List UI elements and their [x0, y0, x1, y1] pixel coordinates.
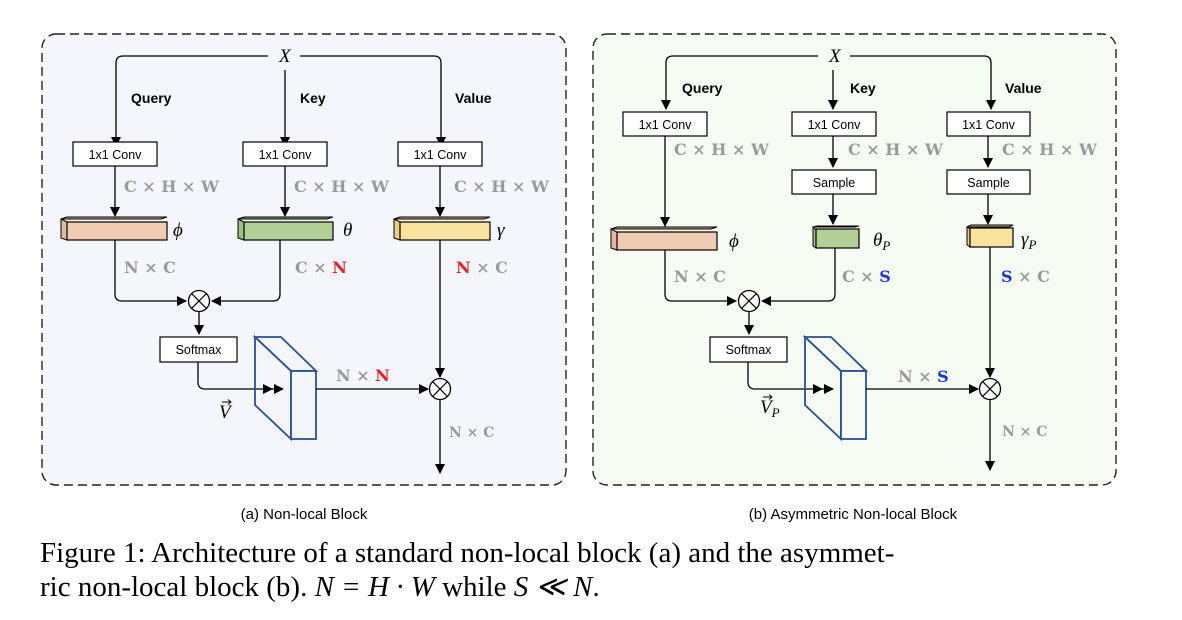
key-conv-box: 1x1 Conv	[242, 141, 328, 167]
caption-text: .	[592, 571, 600, 603]
phi-label: ϕ	[173, 220, 183, 241]
phi-label: ϕ	[729, 231, 739, 252]
caption-line-1: Figure 1: Architecture of a standard non…	[40, 537, 895, 569]
key-sample-label: Sample	[813, 176, 855, 190]
gamma-label: γ	[497, 220, 505, 241]
input-x-label: X	[828, 46, 842, 67]
input-x-label: X	[278, 46, 292, 67]
theta-p-label: θP	[873, 230, 890, 253]
query-conv-box: 1x1 Conv	[72, 141, 158, 167]
value-conv-box: 1x1 Conv	[397, 141, 483, 167]
value-flow-line	[850, 55, 996, 110]
theta-p-tensor	[812, 225, 860, 249]
query-label: Query	[131, 90, 172, 106]
value-conv-label: 1x1 Conv	[414, 148, 468, 162]
attention-map-cube	[802, 334, 869, 442]
value-flow-line	[300, 55, 446, 147]
attention-vector-label: VP	[760, 397, 780, 420]
key-conv-label: 1x1 Conv	[259, 148, 313, 162]
panel-b-asymmetric-block: X Query Key Value 1x1 Conv 1x1 Conv 1x1 …	[592, 33, 1117, 486]
query-conv-label: 1x1 Conv	[639, 118, 693, 132]
phi-to-matmul-line	[114, 240, 187, 306]
key-label: Key	[850, 80, 876, 96]
output-dim-nc: N × C	[449, 425, 494, 441]
theta-tensor	[237, 216, 334, 241]
softmax-to-attention-arrow	[197, 362, 273, 394]
query-conv-label: 1x1 Conv	[89, 148, 143, 162]
attention-dim-nn: N × N	[336, 366, 390, 385]
query-label: Query	[682, 80, 723, 96]
value-conv-label: 1x1 Conv	[962, 118, 1016, 132]
caption-line-2: ric non-local block (b). N = H · W while…	[40, 570, 894, 604]
phi-dim-nc: N × C	[674, 267, 726, 286]
phi-tensor	[60, 216, 168, 241]
query-flow-line	[111, 55, 268, 147]
softmax-to-attention-arrow	[747, 362, 823, 394]
figure-caption: Figure 1: Architecture of a standard non…	[40, 536, 894, 604]
gamma-tensor	[393, 216, 491, 241]
matmul-operator-1	[737, 289, 761, 313]
caption-equation-s: S ≪ N	[513, 571, 593, 603]
phi-dim-nc: N × C	[124, 258, 176, 277]
phi-to-matmul-line	[664, 250, 737, 306]
phi-tensor	[610, 226, 718, 251]
value-conv-box: 1x1 Conv	[946, 111, 1031, 137]
query-flow-line	[661, 55, 818, 110]
query-conv-box: 1x1 Conv	[622, 111, 708, 137]
theta-label: θ	[343, 220, 352, 241]
value-sample-label: Sample	[967, 176, 1009, 190]
softmax-box: Softmax	[709, 336, 788, 363]
key-conv-label: 1x1 Conv	[808, 118, 862, 132]
attention-vector-label: V	[219, 402, 233, 423]
key-conv-box: 1x1 Conv	[791, 111, 877, 137]
gamma-p-tensor	[966, 224, 1014, 248]
gamma-dim-nc: N × C	[456, 258, 508, 277]
value-dim-chw: C × H × W	[454, 177, 550, 196]
query-dim-chw: C × H × W	[674, 140, 770, 159]
value-sample-box: Sample	[946, 169, 1031, 195]
key-dim-chw: C × H × W	[294, 177, 390, 196]
gamma-p-label: γP	[1021, 229, 1037, 252]
softmax-box: Softmax	[159, 336, 238, 363]
softmax-label: Softmax	[726, 343, 773, 357]
theta-to-matmul-line	[211, 240, 281, 306]
panel-a-title: (a) Non-local Block	[241, 506, 368, 523]
softmax-label: Softmax	[176, 343, 223, 357]
query-dim-chw: C × H × W	[124, 177, 220, 196]
theta-dim-cn: C × N	[295, 258, 347, 277]
caption-equation-n: N = H · W	[314, 571, 435, 603]
attention-dim-ns: N × S	[898, 367, 949, 386]
attention-map-cube	[252, 334, 319, 442]
vector-arrow-accent	[763, 394, 773, 400]
caption-text: ric non-local block (b).	[40, 571, 315, 603]
matmul-operator-2	[428, 377, 452, 401]
matmul-operator-2	[978, 377, 1002, 401]
theta-p-to-matmul-line	[761, 248, 836, 306]
value-dim-chw: C × H × W	[1002, 140, 1098, 159]
key-sample-box: Sample	[791, 169, 877, 195]
vector-arrow-accent	[222, 399, 232, 405]
panel-a-non-local-block: X Query Key Value 1x1 Conv 1x1 Conv 1x1 …	[41, 33, 567, 486]
key-dim-chw: C × H × W	[848, 140, 944, 159]
output-dim-nc: N × C	[1002, 424, 1047, 440]
gamma-p-dim-sc: S × C	[1001, 267, 1050, 286]
matmul-operator-1	[187, 289, 211, 313]
value-label: Value	[1005, 80, 1042, 96]
value-label: Value	[455, 90, 492, 106]
theta-p-dim-cs: C × S	[842, 267, 891, 286]
panel-b-title: (b) Asymmetric Non-local Block	[749, 506, 958, 523]
caption-text: while	[434, 571, 514, 603]
key-label: Key	[300, 90, 326, 106]
